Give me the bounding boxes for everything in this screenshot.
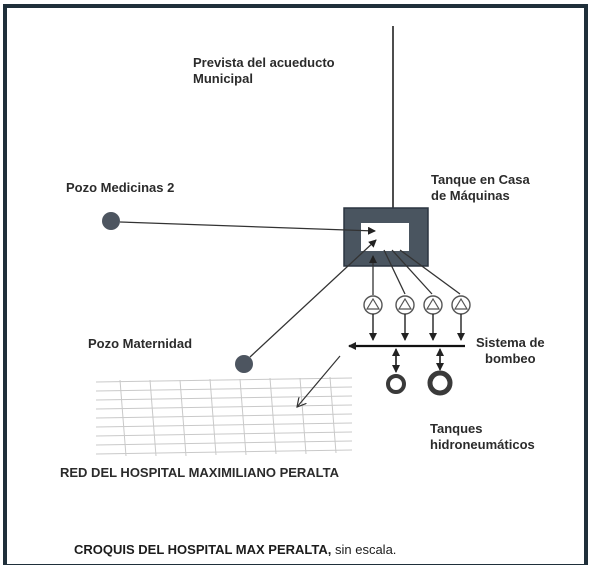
label-pumping-system: Sistema de bombeo [476, 335, 545, 366]
pump-1-icon [363, 295, 383, 315]
well-maternidad-icon [235, 355, 253, 373]
pump-4-icon [451, 295, 471, 315]
hospital-network-grid [95, 376, 353, 457]
label-aqueduct: Prevista del acueducto Municipal [193, 55, 335, 86]
hydro-connections [392, 348, 444, 373]
label-well-maternidad: Pozo Maternidad [88, 336, 193, 351]
pipe-maternidad-to-tank [249, 239, 377, 358]
label-well-medicinas: Pozo Medicinas 2 [66, 180, 175, 195]
caption-title: CROQUIS DEL HOSPITAL MAX PERALTA, [74, 542, 332, 557]
pump-2-icon [395, 295, 415, 315]
pipe-medicinas-to-tank [119, 221, 376, 235]
pipe-to-network [297, 355, 341, 407]
caption-scale: sin escala. [331, 542, 397, 557]
pump-discharge-pipes [369, 314, 465, 341]
well-medicinas-icon [102, 212, 120, 230]
hydro-tank-large-icon [427, 370, 453, 396]
caption: CROQUIS DEL HOSPITAL MAX PERALTA, sin es… [74, 541, 396, 559]
hydro-tank-small-icon [386, 374, 406, 394]
pump-3-icon [423, 295, 443, 315]
label-tank: Tanque en Casa de Máquinas [431, 172, 530, 203]
tank-outlet-pipes [369, 249, 461, 295]
frame-border [3, 4, 588, 565]
label-hydro-tanks: Tanques hidroneumáticos [430, 421, 535, 452]
label-hospital-network: RED DEL HOSPITAL MAXIMILIANO PERALTA [60, 465, 340, 480]
